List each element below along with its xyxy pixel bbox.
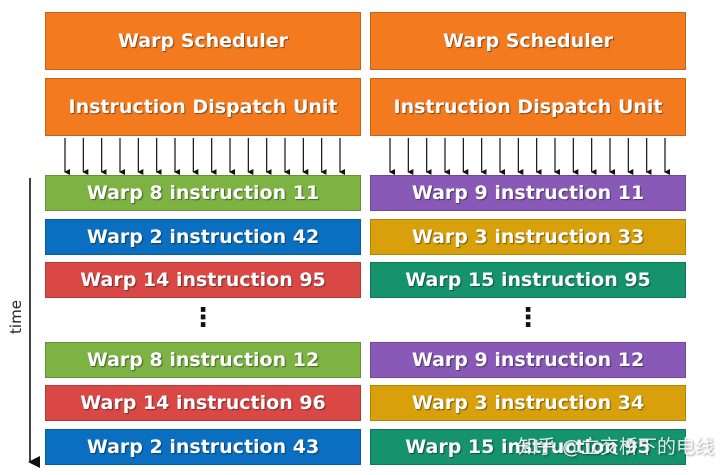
right-instruction-row: Warp 15 instruction 95 [370,262,686,298]
right-instruction-row: Warp 3 instruction 33 [370,219,686,255]
time-axis-label: time [7,300,25,334]
left-instruction-row: Warp 8 instruction 11 [45,175,361,211]
right-instruction-row: Warp 3 instruction 34 [370,385,686,421]
left-instruction-row: Warp 2 instruction 43 [45,429,361,465]
right-warp-scheduler: Warp Scheduler [370,12,686,70]
dispatch-arrows [64,138,670,175]
right-instruction-row: Warp 9 instruction 12 [370,342,686,378]
left-instruction-row: Warp 2 instruction 42 [45,219,361,255]
right-instruction-row: Warp 9 instruction 11 [370,175,686,211]
right-instruction-row: Warp 15 instruction 95 [370,429,686,465]
left-instruction-row: Warp 14 instruction 96 [45,385,361,421]
left-ellipsis: ⋮ [190,303,216,333]
right-ellipsis: ⋮ [515,303,541,333]
left-instruction-dispatch-unit: Instruction Dispatch Unit [45,78,361,136]
right-instruction-dispatch-unit: Instruction Dispatch Unit [370,78,686,136]
left-instruction-row: Warp 14 instruction 95 [45,262,361,298]
left-warp-scheduler: Warp Scheduler [45,12,361,70]
left-instruction-row: Warp 8 instruction 12 [45,342,361,378]
watermark: 知乎 @立交桥下的电线 [518,436,715,458]
